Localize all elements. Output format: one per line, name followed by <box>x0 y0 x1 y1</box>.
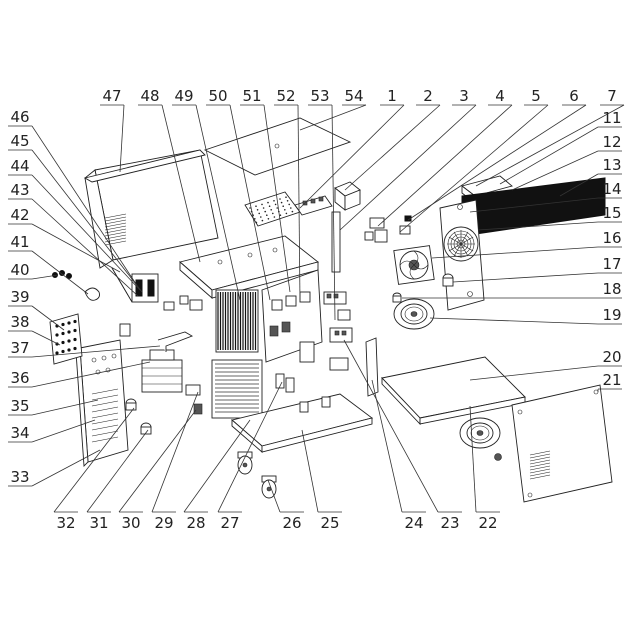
callout-17: 17 <box>602 255 621 273</box>
callout-1: 1 <box>387 87 397 105</box>
parts-drawing <box>49 117 613 503</box>
callout-23: 23 <box>440 514 459 532</box>
callout-25: 25 <box>320 514 339 532</box>
clip-40 <box>84 287 100 301</box>
callout-15: 15 <box>602 204 621 222</box>
output-terminal <box>442 273 454 287</box>
callout-21: 21 <box>602 371 621 389</box>
control-knob-2 <box>140 422 152 435</box>
chassis-top-frame <box>179 235 319 299</box>
callout-19: 19 <box>602 306 621 324</box>
side-cover-panel <box>83 149 219 269</box>
relay-components <box>364 215 412 243</box>
callout-14: 14 <box>602 180 621 198</box>
callout-40: 40 <box>10 261 29 279</box>
callout-22: 22 <box>478 514 497 532</box>
front-panel-vents <box>91 388 119 443</box>
heatsink-left <box>215 289 259 353</box>
callout-54: 54 <box>344 87 363 105</box>
callout-41: 41 <box>10 233 29 251</box>
knob-small <box>392 292 402 303</box>
callout-37: 37 <box>10 339 29 357</box>
small-board <box>294 195 333 216</box>
fan-grille <box>447 230 475 258</box>
side-cover-vents <box>104 213 127 246</box>
callout-46: 46 <box>10 108 29 126</box>
control-pcb <box>244 191 301 227</box>
callout-32: 32 <box>56 514 75 532</box>
rear-wheel-right <box>459 417 501 449</box>
output-busbar <box>365 337 379 397</box>
callout-18: 18 <box>602 280 621 298</box>
callout-28: 28 <box>186 514 205 532</box>
insulating-strip <box>331 211 341 273</box>
callout-36: 36 <box>10 369 29 387</box>
callout-7: 7 <box>607 87 617 105</box>
callout-13: 13 <box>602 156 621 174</box>
callout-34: 34 <box>10 424 29 442</box>
inductor-coil <box>131 273 159 303</box>
callout-4: 4 <box>495 87 505 105</box>
screw-21 <box>494 453 502 461</box>
callout-2: 2 <box>423 87 433 105</box>
callout-50: 50 <box>208 87 227 105</box>
terminal-parts <box>275 341 315 393</box>
callout-30: 30 <box>121 514 140 532</box>
callout-24: 24 <box>404 514 423 532</box>
control-knob-1 <box>125 398 137 411</box>
callout-42: 42 <box>10 206 29 224</box>
connector-31 <box>185 384 201 396</box>
top-cover-plate <box>203 117 352 176</box>
callout-6: 6 <box>569 87 579 105</box>
main-transformer <box>141 349 183 393</box>
caster-wheel-front <box>237 451 253 475</box>
right-side-panel <box>511 384 613 503</box>
main-control-board <box>261 269 323 363</box>
callout-31: 31 <box>89 514 108 532</box>
rectifier-module <box>323 291 353 371</box>
callout-45: 45 <box>10 132 29 150</box>
callout-43: 43 <box>10 181 29 199</box>
terminal-board <box>49 313 83 365</box>
heatsink-lower <box>211 359 263 419</box>
callout-52: 52 <box>276 87 295 105</box>
mounting-bracket <box>157 331 194 352</box>
base-plate <box>231 393 374 453</box>
callout-35: 35 <box>10 397 29 415</box>
callout-27: 27 <box>220 514 239 532</box>
callout-33: 33 <box>10 468 29 486</box>
callout-11: 11 <box>602 109 621 127</box>
callout-12: 12 <box>602 133 621 151</box>
bottom-plate <box>381 356 526 426</box>
callout-16: 16 <box>602 229 621 247</box>
small-parts-45-46 <box>163 295 203 311</box>
callout-39: 39 <box>10 288 29 306</box>
connector-30 <box>193 403 203 415</box>
callout-38: 38 <box>10 313 29 331</box>
cooling-fan <box>393 245 435 285</box>
screws-39 <box>52 270 72 279</box>
callout-48: 48 <box>140 87 159 105</box>
transformer-small <box>334 181 361 211</box>
rear-wheel-left <box>393 298 435 330</box>
right-panel-vents <box>529 450 551 480</box>
callout-44: 44 <box>10 157 29 175</box>
small-parts-36 <box>119 323 131 337</box>
callout-5: 5 <box>531 87 541 105</box>
callout-20: 20 <box>602 348 621 366</box>
callout-26: 26 <box>282 514 301 532</box>
shaft-41 <box>111 267 133 303</box>
callout-49: 49 <box>174 87 193 105</box>
callout-3: 3 <box>459 87 469 105</box>
callout-47: 47 <box>102 87 121 105</box>
callout-53: 53 <box>310 87 329 105</box>
callout-51: 51 <box>242 87 261 105</box>
callout-29: 29 <box>154 514 173 532</box>
